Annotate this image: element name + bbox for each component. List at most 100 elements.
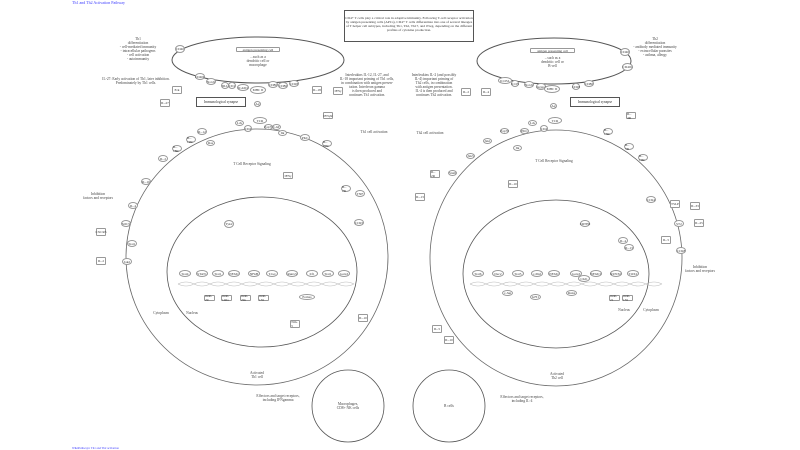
gene-node[interactable]: CRTH2 bbox=[579, 220, 591, 227]
gene-node[interactable]: IL-2 bbox=[461, 88, 471, 96]
gene-node[interactable]: IL-5R bbox=[624, 143, 634, 151]
gene-node[interactable]: IL-27 bbox=[160, 99, 170, 107]
gene-node[interactable]: IL-10 bbox=[358, 314, 368, 322]
gene-node[interactable]: Lck bbox=[528, 120, 537, 126]
gene-node[interactable]: Ag bbox=[550, 103, 557, 109]
gene-node[interactable]: IL-4 bbox=[481, 88, 491, 96]
tf-node[interactable]: NFkB bbox=[248, 270, 260, 277]
gene-node[interactable]: Itk bbox=[278, 130, 287, 136]
gene-node[interactable]: ICOS bbox=[511, 80, 519, 87]
gene-node[interactable]: IL-2R bbox=[341, 185, 351, 193]
gene-node[interactable]: CD4 bbox=[244, 125, 252, 132]
pathway-title-link[interactable]: Th1 and Th2 Activation Pathway bbox=[72, 0, 126, 5]
mirna-node[interactable]: miR-29 bbox=[204, 294, 215, 302]
tf-node[interactable]: NFATc bbox=[228, 270, 240, 277]
gene-node[interactable]: IL-12R bbox=[186, 136, 196, 144]
gene-node[interactable]: IL-13 bbox=[624, 244, 634, 251]
tf-node[interactable]: Chd1 bbox=[578, 275, 590, 282]
gene-node[interactable]: CD40 bbox=[620, 48, 630, 56]
gene-node[interactable]: IL-13R bbox=[603, 128, 613, 136]
mirna-node[interactable]: miR-21 bbox=[609, 294, 620, 302]
gene-node[interactable]: ICOSL bbox=[498, 77, 512, 84]
gene-node[interactable]: TCR bbox=[253, 117, 267, 124]
gene-node[interactable]: Erk bbox=[172, 86, 182, 94]
gene-node[interactable]: CCR8 bbox=[676, 247, 686, 254]
gene-node[interactable]: TNF bbox=[355, 190, 365, 197]
tf-node[interactable]: NFATc bbox=[548, 270, 560, 277]
gene-node[interactable]: CD28 bbox=[571, 83, 581, 90]
gene-node[interactable]: PKC bbox=[300, 134, 310, 141]
mirna-node[interactable]: miR-146a bbox=[221, 294, 232, 302]
tf-node[interactable]: T-bet bbox=[266, 270, 278, 277]
gene-node[interactable]: IL-10 bbox=[141, 178, 151, 185]
gene-node[interactable]: Jak2 bbox=[122, 258, 132, 265]
tf-node[interactable]: Gata3 bbox=[570, 270, 582, 277]
gene-node[interactable]: CD80 bbox=[268, 81, 278, 88]
gene-node[interactable]: ST2 bbox=[674, 220, 684, 227]
gene-node[interactable]: Itk bbox=[513, 145, 522, 151]
gene-node[interactable]: PKC bbox=[520, 128, 529, 134]
gene-node[interactable]: CCR4 bbox=[646, 196, 656, 203]
gene-node[interactable]: CD40 bbox=[175, 45, 185, 53]
gene-node[interactable]: Zap70 bbox=[500, 128, 509, 134]
footer-link[interactable]: WikiPathways: Th1 and Th2 activation bbox=[72, 446, 119, 450]
tf-node[interactable]: Dec2 bbox=[492, 270, 504, 277]
tf-node[interactable]: Runx3 bbox=[286, 270, 298, 277]
gene-node[interactable]: CD80 bbox=[584, 80, 594, 87]
gene-node[interactable]: IL-10 bbox=[508, 180, 518, 188]
gene-node[interactable]: IL-4 bbox=[618, 237, 628, 244]
tf-node[interactable]: RUNX1 bbox=[610, 270, 622, 277]
gene-node[interactable]: IL-13 bbox=[415, 193, 425, 201]
gene-node[interactable]: TSLP bbox=[670, 200, 680, 208]
tf-node[interactable]: Runx bbox=[566, 290, 577, 296]
gene-node[interactable]: IL-10R bbox=[638, 154, 648, 162]
gene-node[interactable]: Stat6 bbox=[448, 170, 457, 176]
gene-node[interactable]: IFNγ bbox=[283, 172, 293, 179]
gene-node[interactable]: ICAM1 bbox=[237, 84, 249, 91]
tf-node[interactable]: TOX2 bbox=[627, 270, 639, 277]
mirna-node[interactable]: miR-29a bbox=[240, 294, 251, 302]
gene-node[interactable]: IFNγ bbox=[333, 87, 343, 95]
tf-node[interactable]: Eomes bbox=[299, 294, 315, 300]
gene-node[interactable]: IL-27R bbox=[322, 140, 332, 148]
gene-node[interactable]: IL-33 bbox=[690, 202, 700, 210]
gene-node[interactable]: Ras bbox=[206, 140, 215, 146]
gene-node[interactable]: IL-4R bbox=[626, 112, 636, 120]
tf-node[interactable]: Gata3 bbox=[338, 270, 350, 277]
gene-node[interactable]: Stat1 bbox=[127, 240, 137, 247]
tf-node[interactable]: Stat1 bbox=[322, 270, 334, 277]
gene-node[interactable]: IL-18 bbox=[312, 86, 322, 94]
gene-node[interactable]: Tyk2 bbox=[224, 220, 234, 228]
tf-node[interactable]: Stat1 bbox=[212, 270, 224, 277]
tf-node[interactable]: GFI1 bbox=[530, 294, 541, 300]
gene-node[interactable]: IL-5 bbox=[432, 325, 442, 333]
tf-node[interactable]: NFATc1 bbox=[590, 270, 602, 277]
tf-node[interactable]: Stat5 bbox=[512, 270, 524, 277]
gene-node[interactable]: IL-18R bbox=[172, 145, 182, 153]
gene-node[interactable]: IL-12 bbox=[197, 128, 207, 135]
gene-node[interactable]: CD28 bbox=[289, 80, 299, 87]
tf-node[interactable]: Stat6 bbox=[472, 270, 484, 277]
gene-node[interactable]: IFNγR bbox=[323, 112, 333, 119]
gene-node[interactable]: CD86 bbox=[278, 82, 288, 89]
gene-node[interactable]: MHC II bbox=[544, 85, 560, 93]
gene-node[interactable]: IL-25 bbox=[694, 219, 704, 227]
gene-node[interactable]: Jak1 bbox=[483, 138, 492, 144]
tf-node[interactable]: Irf1 bbox=[306, 270, 318, 277]
tf-node[interactable]: c-Maf bbox=[531, 270, 543, 277]
gene-node[interactable]: IL-5 bbox=[661, 236, 671, 244]
gene-node[interactable]: Jak3 bbox=[466, 153, 475, 159]
mirna-node[interactable]: miR-155 bbox=[622, 294, 633, 302]
gene-node[interactable]: CD40L bbox=[194, 73, 206, 80]
gene-node[interactable]: IL-2 bbox=[158, 155, 168, 162]
gene-node[interactable]: IL-2 bbox=[96, 257, 106, 265]
gene-node[interactable]: LAT bbox=[272, 124, 281, 130]
gene-node[interactable]: Tim-3 bbox=[290, 320, 300, 328]
gene-node[interactable]: CD40L bbox=[622, 63, 633, 71]
gene-node[interactable]: IL-2R bbox=[430, 170, 440, 178]
gene-node[interactable]: IL-10 bbox=[444, 336, 454, 344]
gene-node[interactable]: Notch bbox=[206, 78, 216, 85]
gene-node[interactable]: Ag bbox=[254, 101, 261, 107]
gene-node[interactable]: SOCS bbox=[121, 220, 131, 227]
tf-node[interactable]: STAT1 bbox=[196, 270, 208, 277]
